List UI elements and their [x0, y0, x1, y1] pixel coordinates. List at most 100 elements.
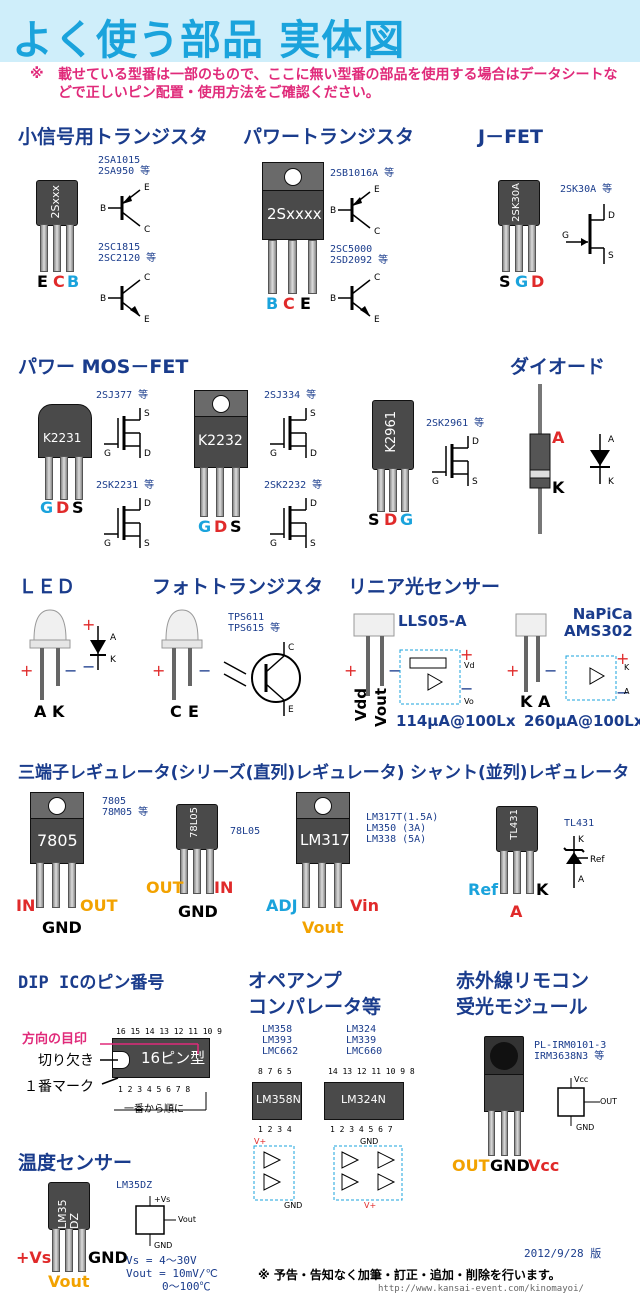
mosfet-k2231-marking: K2231: [43, 431, 82, 445]
svg-text:S: S: [472, 477, 478, 487]
opamp-14pin-bottom-numbers: 1 2 3 4 5 6 7: [330, 1125, 393, 1134]
part-number: LM317T(1.5A): [366, 812, 439, 823]
section-opamp: オペアンプ: [248, 970, 342, 992]
svg-text:K: K: [110, 655, 117, 665]
part-number: 2SD2092 等: [330, 255, 389, 266]
ir-pin-out: OUT: [452, 1156, 490, 1175]
jfet-marking: 2SK30A: [511, 183, 522, 222]
pin-lead: [268, 240, 277, 294]
pin-lead: [513, 850, 521, 894]
llso5-spec: 114μA@100Lx: [396, 712, 516, 730]
napica-pin-k: K: [520, 692, 533, 711]
section-power-mosfet: パワー MOS－FET: [18, 356, 189, 378]
pin-label-c: C: [283, 294, 295, 313]
section-shunt-regulator: シャント(並列)レギュレータ: [410, 763, 630, 783]
pin-lead: [501, 1110, 508, 1156]
svg-text:B: B: [100, 204, 106, 214]
power-transistor-tab: [262, 162, 324, 192]
part-number: 2SC5000: [330, 244, 373, 255]
reg2-part-number: 78L05: [230, 826, 261, 837]
part-number: LM350 (3A): [366, 823, 427, 834]
lm35-marking: LM35 DZ: [56, 1199, 81, 1229]
svg-text:A: A: [578, 875, 585, 885]
power-transistor-marking: 2Sxxxx: [267, 205, 322, 223]
ir-module-lens: [484, 1036, 524, 1076]
footer-note: ※ 予告・告知なく加筆・訂正・追加・削除を行います。: [258, 1268, 561, 1282]
reg1-pin-gnd: GND: [42, 918, 82, 937]
pin-lead: [502, 224, 510, 272]
notice-mark: ※: [30, 66, 44, 82]
pin-label-e: E: [300, 294, 311, 313]
reg2-pin-in: IN: [214, 878, 234, 897]
diode-cathode-label: K: [552, 478, 565, 497]
pin-label-b: B: [67, 272, 80, 291]
mosfet-k2961-body: K2961: [372, 400, 414, 470]
dip-bottom-pin-numbers: 1 2 3 4 5 6 7 8: [118, 1085, 191, 1094]
svg-text:GND: GND: [284, 1201, 302, 1208]
svg-text:D: D: [144, 449, 151, 459]
opamp-8pin-bottom-numbers: 1 2 3 4: [258, 1125, 292, 1134]
svg-text:OUT: OUT: [600, 1097, 617, 1106]
photo-pin-e: E: [188, 702, 199, 721]
led-drawing: +− +− AK: [20, 609, 117, 700]
section-small-transistor: 小信号用トランジスタ: [18, 126, 209, 148]
pin-lead: [500, 850, 508, 894]
svg-text:D: D: [472, 437, 479, 447]
lm35-part-number: LM35DZ: [116, 1180, 153, 1191]
nch-mosfet-symbol: DSG: [270, 498, 317, 549]
dip-pin1-label: １番マーク: [24, 1079, 94, 1095]
opamp-8pin-top-numbers: 8 7 6 5: [258, 1067, 292, 1076]
pin-lead: [232, 467, 240, 517]
ir-pin-gnd: GND: [490, 1156, 530, 1175]
diode-drawing: AK: [529, 384, 615, 534]
pin-label-d: D: [56, 498, 70, 517]
spec-line: 0～100℃: [162, 1280, 211, 1293]
pin-lead: [75, 456, 83, 500]
tl431-part-number: TL431: [564, 818, 595, 829]
mosfet-k2961-marking: K2961: [384, 411, 399, 453]
section-phototransistor: フォトトランジスタ: [152, 576, 324, 598]
svg-text:D: D: [310, 449, 317, 459]
pin-lead: [200, 467, 208, 517]
llso5-pin-vdd: Vdd: [352, 688, 370, 722]
part-number: LM324: [346, 1024, 377, 1035]
dip8-body: LM358N: [252, 1082, 302, 1120]
svg-text:B: B: [100, 294, 106, 304]
part-number: LM339: [346, 1035, 377, 1046]
pin-lead: [528, 224, 536, 272]
jfet-part-number: 2SK30A 等: [560, 184, 613, 195]
svg-text:−: −: [616, 683, 629, 702]
small-transistor-marking: 2Sxxx: [49, 185, 62, 219]
svg-text:Vout: Vout: [178, 1215, 196, 1224]
tl431-pin-a: A: [510, 902, 523, 921]
lm35-pin-vs: +Vs: [16, 1248, 52, 1267]
pin-lead: [308, 240, 317, 294]
svg-text:Vcc: Vcc: [574, 1075, 588, 1084]
svg-text:G: G: [270, 449, 277, 459]
section-led: ＬＥＤ: [18, 576, 76, 598]
reg-7805-body: 7805: [30, 818, 84, 864]
footer-url[interactable]: http://www.kansai-event.com/kinomayoi/: [378, 1284, 584, 1294]
svg-text:E: E: [288, 705, 294, 715]
tl431-marking: TL431: [509, 809, 520, 840]
svg-text:E: E: [144, 183, 150, 193]
mosfet-part-number: 2SK2231 等: [96, 480, 155, 491]
section-temperature-sensor: 温度センサー: [18, 1152, 133, 1174]
pin-lead: [193, 848, 201, 894]
reg3-pin-vin: Vin: [350, 896, 379, 915]
reg-lm317-tab: [296, 792, 350, 820]
napica-spec: 260μA@100Lx: [524, 712, 640, 730]
pin-lead: [288, 240, 297, 294]
pin-lead: [180, 848, 188, 894]
svg-text:V+: V+: [364, 1201, 376, 1208]
svg-text:+: +: [152, 661, 165, 680]
pin-lead: [45, 456, 53, 500]
power-pnp-part-number: 2SB1016A 等: [330, 168, 395, 179]
pin-lead: [53, 224, 61, 272]
